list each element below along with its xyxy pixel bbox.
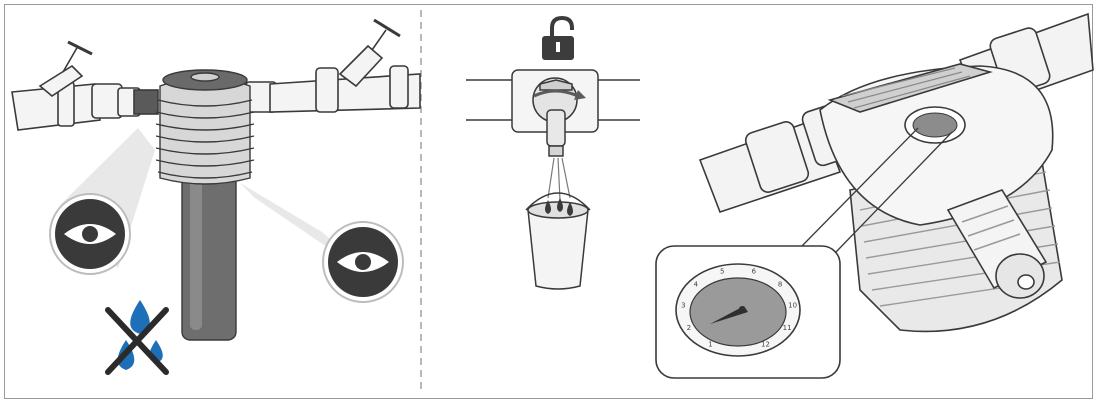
gauge-tick-label: 2 — [687, 324, 691, 332]
bucket-body — [527, 209, 589, 290]
valve-right-handle — [373, 18, 401, 38]
gauge-tick-label: 3 — [681, 301, 685, 309]
unit-adjust-knob — [946, 189, 1048, 299]
tap-handle — [539, 79, 573, 91]
callout-line-1 — [799, 127, 919, 249]
pipe-lower-left-nut — [744, 121, 810, 193]
pipe-right — [269, 73, 421, 113]
valve-left-body — [38, 64, 84, 97]
bucket-icon — [525, 192, 591, 290]
eye-badge-left — [49, 193, 131, 275]
filter-cap-center — [190, 72, 220, 82]
callout-line-2 — [835, 131, 953, 253]
filter-head — [159, 77, 251, 185]
gauge-tick-label: 12 — [761, 341, 770, 349]
valve-right-body — [338, 44, 384, 88]
valve-left-stem — [62, 45, 79, 73]
filter-housing — [155, 69, 255, 341]
filter-ribs — [155, 99, 255, 179]
gauge-tick-label: 10 — [788, 301, 797, 309]
panel-flush-tap — [466, 15, 640, 290]
filter-bowl-highlight — [190, 180, 202, 330]
pipe-right-coupling-2 — [389, 65, 409, 109]
drain-tap — [532, 77, 586, 157]
panel-leak-inspection — [11, 18, 421, 375]
no-leak-drops-icon — [105, 300, 169, 375]
pipe-right-coupling — [315, 67, 339, 113]
gauge-tick-label: 11 — [783, 324, 792, 332]
valve-left-handle — [67, 40, 93, 56]
gauge-tick-label: 4 — [694, 280, 699, 288]
gauge-tick-label: 8 — [778, 280, 782, 288]
bucket-handle — [525, 192, 591, 211]
gauge-tick-label: 1 — [708, 341, 712, 349]
unit-top-clip — [827, 63, 993, 113]
gauge-tick-label: 6 — [752, 268, 757, 276]
eye-badge-right — [322, 221, 404, 303]
gauge-tick-label: 5 — [720, 268, 724, 276]
tap-spout — [546, 109, 566, 147]
rotate-arrow — [533, 89, 579, 98]
valve-right-stem — [371, 29, 387, 51]
unit-gauge — [904, 106, 966, 144]
unlock-icon — [542, 15, 574, 60]
filter-unit-body — [819, 63, 1063, 333]
pipe-left-connector — [133, 89, 159, 115]
figure-frame — [4, 4, 1093, 399]
gauge-needle — [710, 306, 748, 324]
